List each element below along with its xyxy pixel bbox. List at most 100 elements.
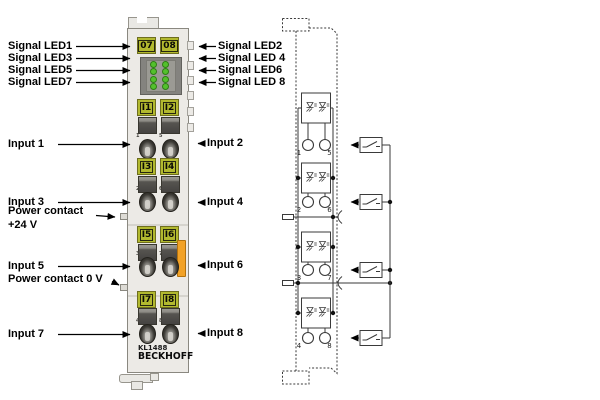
terminal-point-1 (301, 138, 315, 152)
terminal-number-4: 4 (297, 342, 302, 350)
channel-label-i5: I5 (137, 226, 156, 243)
callout-input4: Input 4 (207, 196, 244, 208)
power-contact-tab-24v (120, 213, 128, 220)
switch-contact-3 (350, 262, 390, 278)
junction-dot (387, 199, 393, 205)
led-indicator-8 (162, 83, 169, 90)
channel-label-text: I3 (139, 160, 154, 173)
wire-hole (139, 324, 156, 344)
terminal-point-digit: 3 (136, 251, 140, 257)
led-indicator-4 (162, 68, 169, 75)
terminal-point-7 (318, 263, 332, 277)
side-tab (187, 76, 194, 85)
callout-input6: Input 6 (207, 259, 244, 271)
callout-signal-led2: Signal LED2 (218, 40, 283, 52)
led-indicator-5 (150, 75, 157, 83)
wire-hole-slot (168, 147, 173, 156)
callout-power-contact-24v-value: +24 V (8, 219, 38, 231)
optocoupler-block-1 (301, 92, 331, 140)
side-tab (187, 41, 194, 50)
channel-label-text: I1 (139, 101, 154, 114)
channel-label-i8: I8 (160, 291, 179, 308)
junction-dot (330, 244, 336, 250)
arrow-power-contact-24v (95, 212, 116, 220)
power-contact-line-0v (282, 276, 393, 290)
channel-label-i3: I3 (137, 158, 156, 175)
brand-logo: BECKHOFF (138, 351, 194, 362)
junction-dot (295, 244, 301, 250)
junction-dot (295, 175, 301, 181)
mounting-hook-notch (137, 16, 147, 23)
terminal-point-5 (318, 138, 332, 152)
power-contact-line-24v (282, 210, 343, 224)
wire-hole (162, 257, 179, 277)
arrow-power-contact-0v (110, 278, 120, 286)
wire-hole-slot (168, 332, 173, 341)
wire-hole (162, 324, 179, 344)
side-tab (187, 61, 194, 70)
switch-contact-2 (350, 194, 390, 210)
channel-label-text: 08 (161, 39, 178, 52)
terminal-point-digit: 6 (159, 186, 163, 192)
body-seam-upper (128, 224, 188, 226)
cage-clamp (138, 308, 157, 325)
junction-dot (330, 310, 336, 316)
wire-hole-slot (168, 200, 173, 209)
callout-signal-led4: Signal LED 4 (218, 52, 286, 64)
terminal-point-6 (318, 195, 332, 209)
callout-power-contact-24v: Power contact (8, 205, 84, 217)
led-indicator-7 (150, 83, 157, 90)
cage-clamp (161, 117, 180, 134)
channel-label-text: I2 (162, 101, 177, 114)
side-tab (187, 107, 194, 116)
rail-stubs (298, 107, 333, 314)
led-indicator-2 (162, 60, 169, 68)
channel-label-08: 08 (160, 37, 179, 54)
model-number: KL1488 (138, 344, 168, 352)
housing-outline-right (309, 27, 338, 375)
channel-label-text: 07 (138, 39, 155, 52)
terminal-point-digit: 8 (159, 318, 163, 324)
channel-label-i2: I2 (160, 99, 179, 116)
side-tab (187, 91, 194, 100)
wire-hole-slot (145, 200, 150, 209)
body-seam-lower (128, 295, 188, 297)
terminal-number-8: 8 (327, 342, 331, 350)
optocoupler-block-3 (301, 231, 331, 265)
terminal-point-digit: 5 (159, 133, 163, 139)
switch-contact-1 (350, 137, 390, 153)
cage-clamp (138, 117, 157, 134)
circuit-diagram: 1 5 2 6 3 7 4 8 (282, 18, 393, 385)
wire-hole (139, 257, 156, 277)
channel-label-text: I8 (162, 293, 177, 306)
cage-clamp (138, 176, 157, 193)
callout-signal-led6: Signal LED6 (218, 64, 283, 76)
channel-label-i4: I4 (160, 158, 179, 175)
mounting-hook-bottom-tooth (131, 381, 143, 390)
terminal-number-1: 1 (297, 149, 301, 157)
wire-hole (139, 192, 156, 212)
callout-signal-led5: Signal LED5 (8, 64, 73, 76)
callout-power-contact-0v: Power contact 0 V (8, 273, 103, 285)
wire-hole (162, 139, 179, 159)
wire-hole-slot (168, 265, 173, 274)
optocoupler-block-4 (301, 297, 331, 333)
terminal-point-8 (318, 331, 332, 345)
callout-input3: Input 3 (8, 196, 45, 208)
led-indicator-6 (162, 75, 169, 83)
callout-signal-led1: Signal LED1 (8, 40, 73, 52)
wire-hole-slot (145, 265, 150, 274)
cage-clamp (161, 176, 180, 193)
terminal-point-digit: 2 (136, 186, 140, 192)
wire-hole (162, 192, 179, 212)
channel-label-text: I5 (139, 228, 154, 241)
channel-label-text: I6 (162, 228, 177, 241)
wire-hole-slot (145, 332, 150, 341)
channel-label-i1: I1 (137, 99, 156, 116)
channel-label-text: I7 (139, 293, 154, 306)
callout-input8: Input 8 (207, 327, 244, 339)
terminal-point-2 (301, 195, 315, 209)
terminal-number-5: 5 (327, 149, 331, 157)
mounting-hook-bottom-step (150, 373, 159, 381)
